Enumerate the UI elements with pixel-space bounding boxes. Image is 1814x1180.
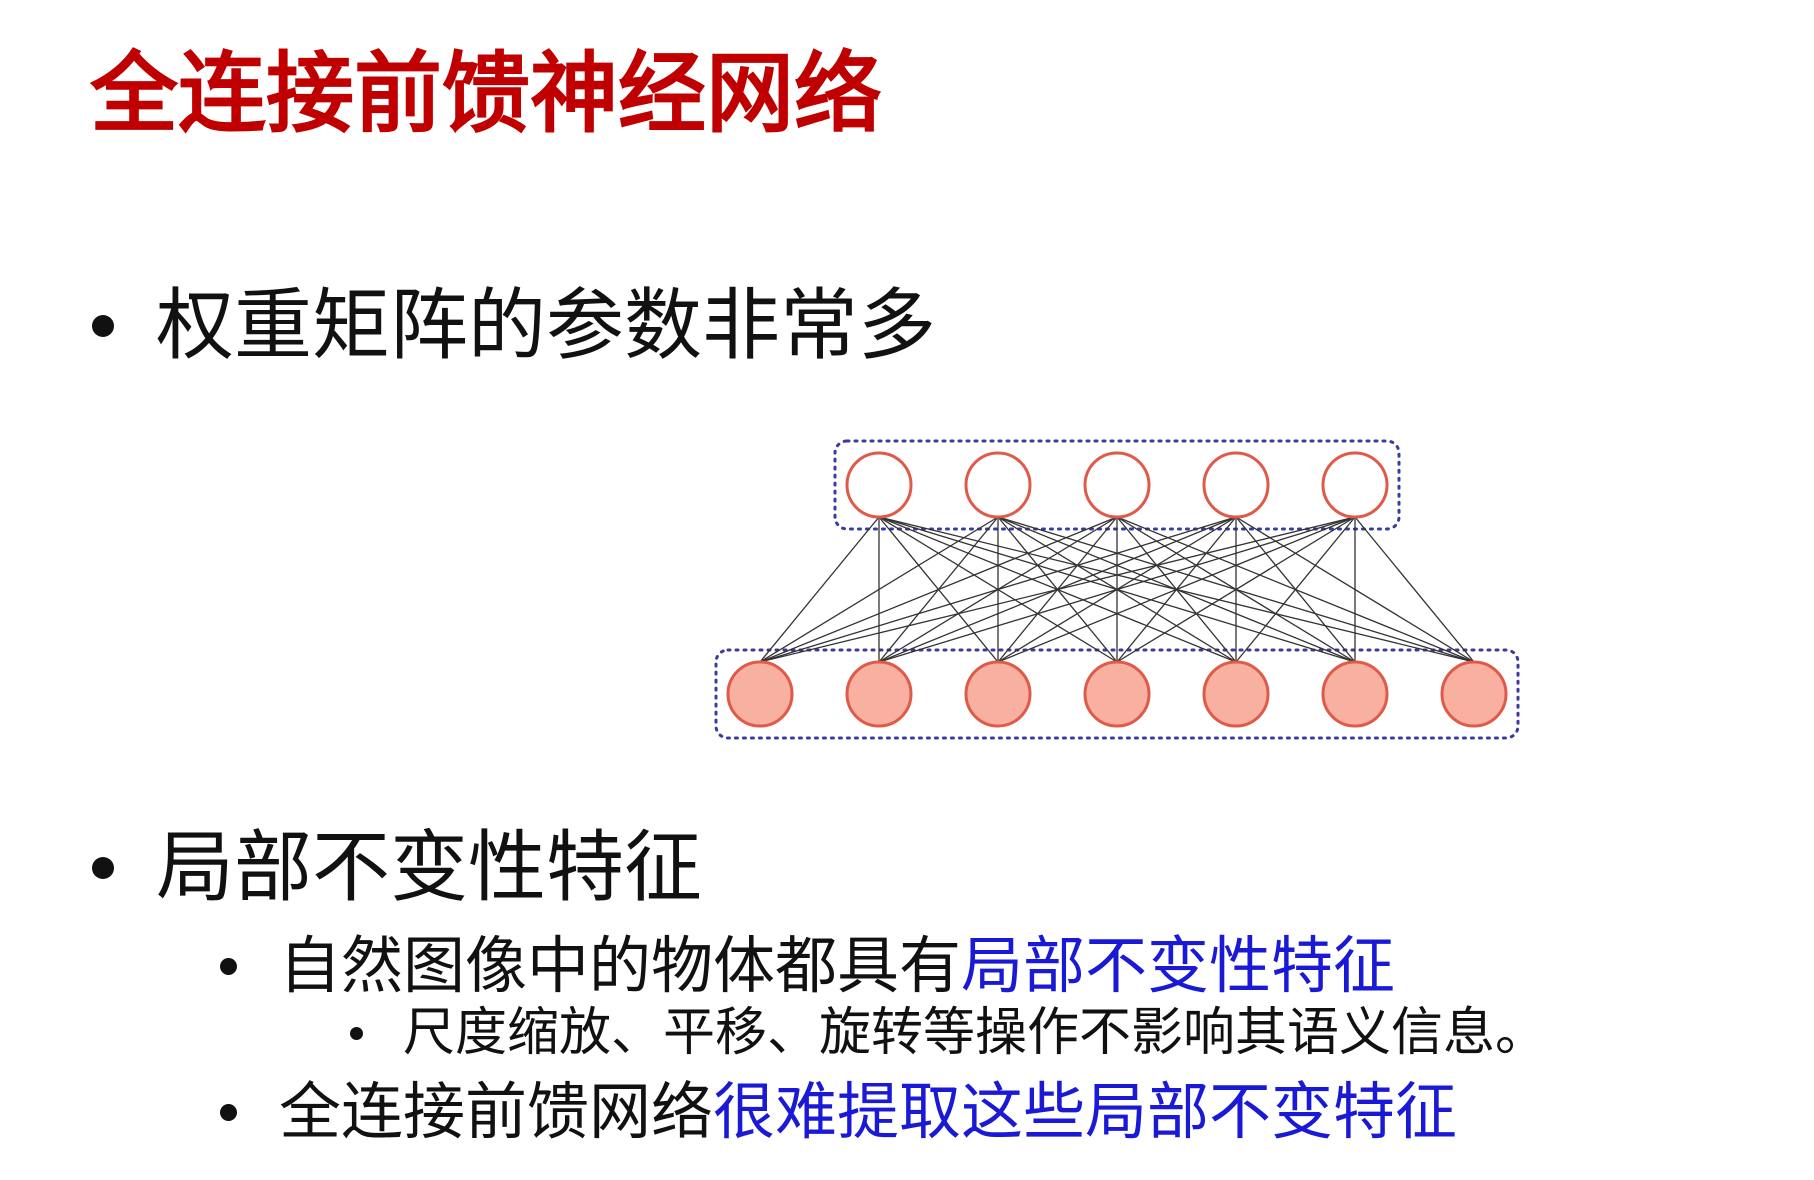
connection-edge-2-0 xyxy=(759,516,1118,663)
connection-edge-3-0 xyxy=(759,516,1237,663)
bullet-weight-parameters: 权重矩阵的参数非常多 xyxy=(92,276,936,376)
bottom-layer-node-1 xyxy=(726,660,794,728)
bullet-dot-icon xyxy=(92,315,114,337)
connection-edge-4-6 xyxy=(1354,516,1475,663)
connection-edge-4-2 xyxy=(997,516,1356,663)
bullet-local-invariance-text: 局部不变性特征 xyxy=(156,823,703,913)
connection-edge-4-3 xyxy=(1116,516,1356,663)
bottom-layer-node-4 xyxy=(1083,660,1151,728)
bullet-weight-parameters-text: 权重矩阵的参数非常多 xyxy=(156,281,937,371)
bottom-layer-node-3 xyxy=(964,660,1032,728)
connection-edge-4-4 xyxy=(1235,516,1356,663)
sub-bullet-natural-images: 自然图像中的物体都具有局部不变性特征 xyxy=(220,926,1395,1006)
sub-bullet-natural-images-highlight: 局部不变性特征 xyxy=(961,929,1396,1002)
bottom-layer-node-5 xyxy=(1202,660,1270,728)
bottom-layer-node-2 xyxy=(845,660,913,728)
top-layer-node-1 xyxy=(845,451,913,519)
bullet-dot-icon xyxy=(92,857,114,879)
bullet-dot-icon xyxy=(220,957,237,975)
connection-edge-4-1 xyxy=(878,516,1356,663)
top-layer-node-3 xyxy=(1083,451,1151,519)
bottom-layer-node-7 xyxy=(1440,660,1508,728)
top-layer-node-4 xyxy=(1202,451,1270,519)
sub-bullet-fcn-limitation-text: 全连接前馈网络 xyxy=(279,1075,714,1148)
sub-bullet-natural-images-text: 自然图像中的物体都具有 xyxy=(279,929,962,1002)
bottom-layer-node-6 xyxy=(1321,660,1389,728)
connection-edge-1-0 xyxy=(759,516,999,663)
sub-bullet-fcn-limitation: 全连接前馈网络很难提取这些局部不变特征 xyxy=(220,1072,1457,1152)
top-layer-node-2 xyxy=(964,451,1032,519)
sub-bullet-fcn-limitation-highlight: 很难提取这些局部不变特征 xyxy=(713,1075,1458,1148)
connection-edge-4-0 xyxy=(759,516,1356,663)
bullet-dot-icon xyxy=(220,1103,237,1121)
top-layer-node-5 xyxy=(1321,451,1389,519)
connection-edge-0-0 xyxy=(759,516,880,663)
sub-sub-bullet-transformations: 尺度缩放、平移、旋转等操作不影响其语义信息。 xyxy=(350,1000,1547,1066)
bullet-dot-icon xyxy=(350,1026,363,1040)
sub-sub-bullet-transformations-text: 尺度缩放、平移、旋转等操作不影响其语义信息。 xyxy=(403,1003,1548,1063)
slide-title: 全连接前馈神经网络 xyxy=(90,42,883,145)
bullet-local-invariance: 局部不变性特征 xyxy=(92,818,702,918)
